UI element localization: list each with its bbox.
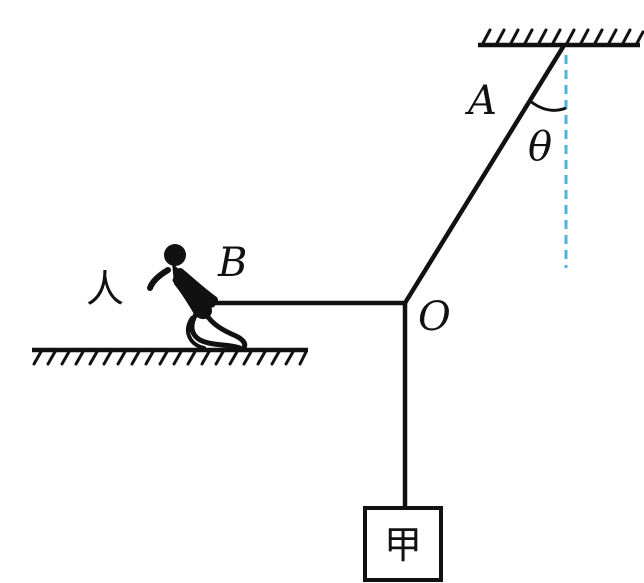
label-angle-theta: θ	[528, 124, 552, 170]
label-point-a: A	[464, 78, 497, 124]
ground-surface	[32, 347, 308, 366]
label-point-b: B	[217, 240, 247, 286]
ground-hatching	[32, 348, 308, 366]
label-person: 人	[86, 267, 124, 311]
person-pulling-rope-icon	[147, 244, 248, 351]
block-label: 甲	[384, 523, 422, 567]
ceiling-support	[478, 28, 644, 48]
angle-theta-arc	[529, 99, 567, 112]
label-point-o: O	[418, 294, 451, 340]
block-jia	[363, 506, 443, 582]
ceiling-hatching	[480, 28, 644, 47]
rope-oa	[402, 44, 566, 306]
